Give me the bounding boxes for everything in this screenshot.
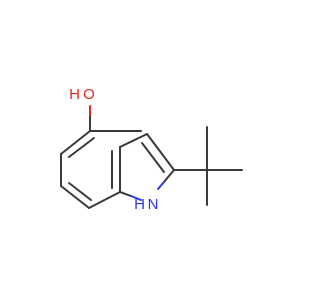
bond-c2-n1-blue <box>157 181 165 190</box>
bond-c3-c2 <box>146 133 175 171</box>
nitrogen-hydrogen-label: H <box>134 196 145 213</box>
structure-diagram: O H N H <box>60 86 243 213</box>
hydroxyl-oxygen-label: O <box>83 86 95 103</box>
bond-c4-c5-inner <box>68 137 95 158</box>
bond-c4-c5 <box>60 130 91 155</box>
bond-c2-n1-dark <box>163 169 175 183</box>
bond-c6-c7 <box>60 185 90 209</box>
bond-c6-c7-inner <box>68 182 92 201</box>
hydroxyl-hydrogen-label: H <box>69 86 80 103</box>
bond-c7a-n1-blue <box>130 195 142 201</box>
bond-c3-c2-inner <box>141 142 165 173</box>
bond-c3a-c3 <box>119 133 148 148</box>
bond-c7a-n1-dark <box>119 191 132 197</box>
bond-c7-c7a <box>88 191 121 209</box>
nitrogen-label: N <box>148 196 159 213</box>
